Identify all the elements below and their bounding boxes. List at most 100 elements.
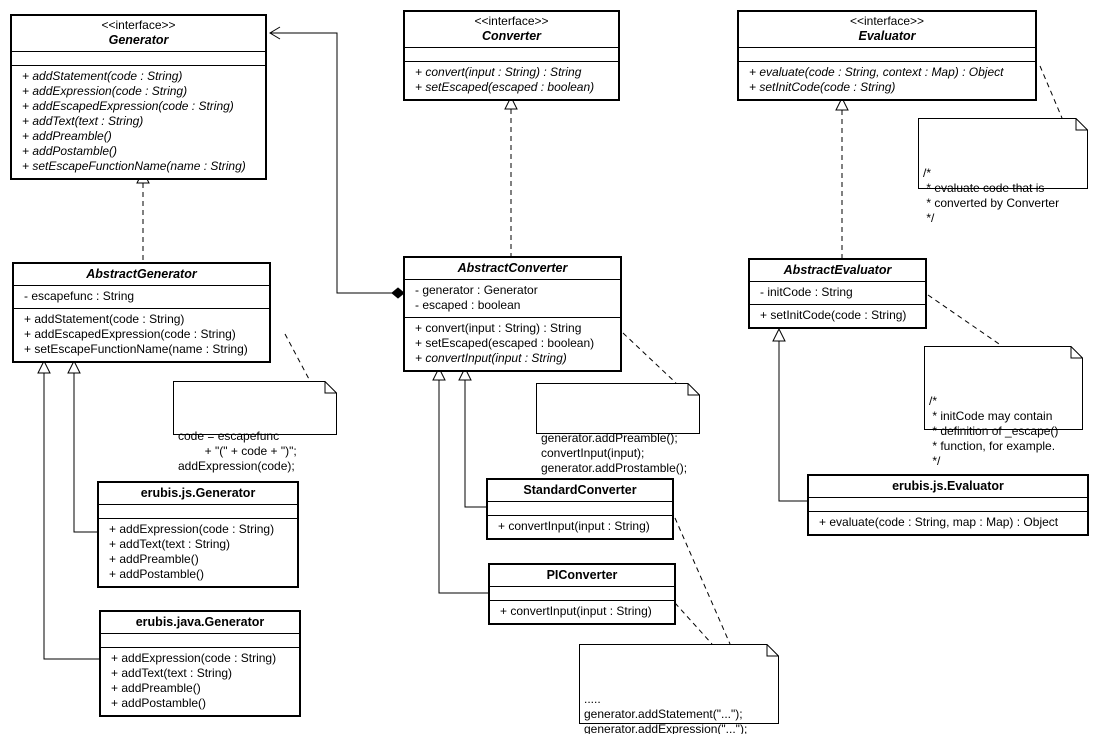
operation: + addStatement(code : String) xyxy=(24,312,185,326)
abstract-evaluator-class[interactable]: AbstractEvaluator - initCode : String + … xyxy=(748,258,927,329)
stereotype-label: <<interface>> xyxy=(474,14,549,28)
operation: + convertInput(input : String) xyxy=(415,351,567,365)
note-shape xyxy=(536,383,700,434)
operation: + addPreamble() xyxy=(109,552,199,566)
erubis-js-generator-class[interactable]: erubis.js.Generator + addExpression(code… xyxy=(97,481,299,588)
operation: + addEscapedExpression(code : String) xyxy=(22,99,234,113)
note-text: code = escapefunc + "(" + code + ")"; ad… xyxy=(178,429,297,473)
attribute: - generator : Generator xyxy=(415,283,538,297)
note-text: ..... generator.addStatement("..."); gen… xyxy=(584,692,748,734)
class-header: AbstractConverter xyxy=(405,258,620,280)
note-anchor xyxy=(674,517,731,645)
operation: + convertInput(input : String) xyxy=(500,604,652,618)
class-header: StandardConverter xyxy=(488,480,672,502)
attributes-compartment xyxy=(12,52,265,66)
operation: + addPostamble() xyxy=(111,696,207,710)
note-text: /* * initCode may contain * definition o… xyxy=(929,394,1059,468)
class-header: erubis.js.Evaluator xyxy=(809,476,1087,498)
class-header: erubis.js.Generator xyxy=(99,483,297,505)
operation: + setEscapeFunctionName(name : String) xyxy=(24,342,248,356)
generalization-arrowhead xyxy=(37,359,51,374)
operation: + setEscaped(escaped : boolean) xyxy=(415,80,595,94)
operations-compartment: + convertInput(input : String) xyxy=(488,516,672,538)
abstract-converter-class[interactable]: AbstractConverter - generator : Generato… xyxy=(403,256,622,372)
operation: + addStatement(code : String) xyxy=(22,69,183,83)
class-header: AbstractGenerator xyxy=(14,264,269,286)
operations-compartment: + evaluate(code : String, context : Map)… xyxy=(739,62,1035,99)
operation: + evaluate(code : String, map : Map) : O… xyxy=(819,515,1059,529)
operation: + addText(text : String) xyxy=(111,666,233,680)
stereotype-label: <<interface>> xyxy=(101,18,176,32)
attributes-compartment xyxy=(809,498,1087,512)
pi-converter-class[interactable]: PIConverter + convertInput(input : Strin… xyxy=(488,563,676,625)
generalization-standardconverter xyxy=(464,380,486,508)
realization-arrowhead xyxy=(835,96,849,111)
operation: + convert(input : String) : String xyxy=(415,321,582,335)
composition-diamond xyxy=(391,287,405,299)
class-name: Generator xyxy=(108,33,169,47)
attributes-compartment xyxy=(739,48,1035,62)
generator-interface-class[interactable]: <<interface>> Generator + addStatement(c… xyxy=(10,14,267,180)
generalization-piconverter xyxy=(438,380,488,594)
operation: + addExpression(code : String) xyxy=(111,651,277,665)
abstract-generator-class[interactable]: AbstractGenerator - escapefunc : String … xyxy=(12,262,271,363)
generalization-arrowhead xyxy=(458,366,472,381)
operation: + addPostamble() xyxy=(22,144,118,158)
erubis-js-evaluator-class[interactable]: erubis.js.Evaluator + evaluate(code : St… xyxy=(807,474,1089,536)
class-name: erubis.js.Evaluator xyxy=(892,479,1004,493)
class-name: AbstractConverter xyxy=(457,261,568,275)
operation: + addText(text : String) xyxy=(22,114,144,128)
generator-calls-note: ..... generator.addStatement("..."); gen… xyxy=(579,644,779,734)
attributes-compartment xyxy=(101,634,299,648)
class-header: <<interface>> Generator xyxy=(12,16,265,52)
standard-converter-class[interactable]: StandardConverter + convertInput(input :… xyxy=(486,478,674,540)
note-text: /* * evaluate code that is * converted b… xyxy=(923,166,1060,225)
generalization-jsevaluator xyxy=(778,341,807,502)
evaluator-interface-class[interactable]: <<interface>> Evaluator + evaluate(code … xyxy=(737,10,1037,101)
class-header: <<interface>> Converter xyxy=(405,12,618,48)
operation: + setInitCode(code : String) xyxy=(749,80,896,94)
erubis-java-generator-class[interactable]: erubis.java.Generator + addExpression(co… xyxy=(99,610,301,717)
attribute: - initCode : String xyxy=(760,285,853,299)
escape-expression-note: code = escapefunc + "(" + code + ")"; ad… xyxy=(173,381,337,473)
note-shape xyxy=(579,644,779,724)
realization-arrowhead xyxy=(504,95,518,110)
operations-compartment: + addStatement(code : String) + addExpre… xyxy=(12,66,265,178)
class-name: StandardConverter xyxy=(523,483,637,497)
operation: + convert(input : String) : String xyxy=(415,65,582,79)
class-name: Converter xyxy=(481,29,542,43)
generalization-arrowhead xyxy=(772,327,786,342)
attributes-compartment xyxy=(488,502,672,516)
converter-interface-class[interactable]: <<interface>> Converter + convert(input … xyxy=(403,10,620,101)
class-header: <<interface>> Evaluator xyxy=(739,12,1035,48)
note-anchor xyxy=(1039,65,1063,119)
evaluator-comment-note: /* * evaluate code that is * converted b… xyxy=(918,118,1088,225)
generalization-arrowhead xyxy=(67,359,81,374)
operations-compartment: + convert(input : String) : String + set… xyxy=(405,318,620,370)
attributes-compartment xyxy=(99,505,297,519)
attributes-compartment xyxy=(405,48,618,62)
operation: + setEscaped(escaped : boolean) xyxy=(415,336,595,350)
operation: + addText(text : String) xyxy=(109,537,231,551)
generalization-jsgenerator xyxy=(73,373,97,533)
operation: + addPreamble() xyxy=(22,129,112,143)
generalization-javagenerator xyxy=(43,373,99,660)
attributes-compartment: - escapefunc : String xyxy=(14,286,269,309)
attributes-compartment xyxy=(490,587,674,601)
operations-compartment: + addExpression(code : String) + addText… xyxy=(99,519,297,586)
operations-compartment: + setInitCode(code : String) xyxy=(750,305,925,327)
operation: + setInitCode(code : String) xyxy=(760,308,907,322)
note-shape xyxy=(173,381,337,435)
operation: + convertInput(input : String) xyxy=(498,519,650,533)
note-anchor xyxy=(622,332,677,384)
class-header: erubis.java.Generator xyxy=(101,612,299,634)
note-anchor xyxy=(284,333,311,382)
attribute: - escapefunc : String xyxy=(24,289,135,303)
note-shape xyxy=(918,118,1088,189)
generalization-arrowhead xyxy=(432,366,446,381)
class-name: Evaluator xyxy=(858,29,916,43)
operation: + setEscapeFunctionName(name : String) xyxy=(22,159,246,173)
operation: + addPreamble() xyxy=(111,681,201,695)
